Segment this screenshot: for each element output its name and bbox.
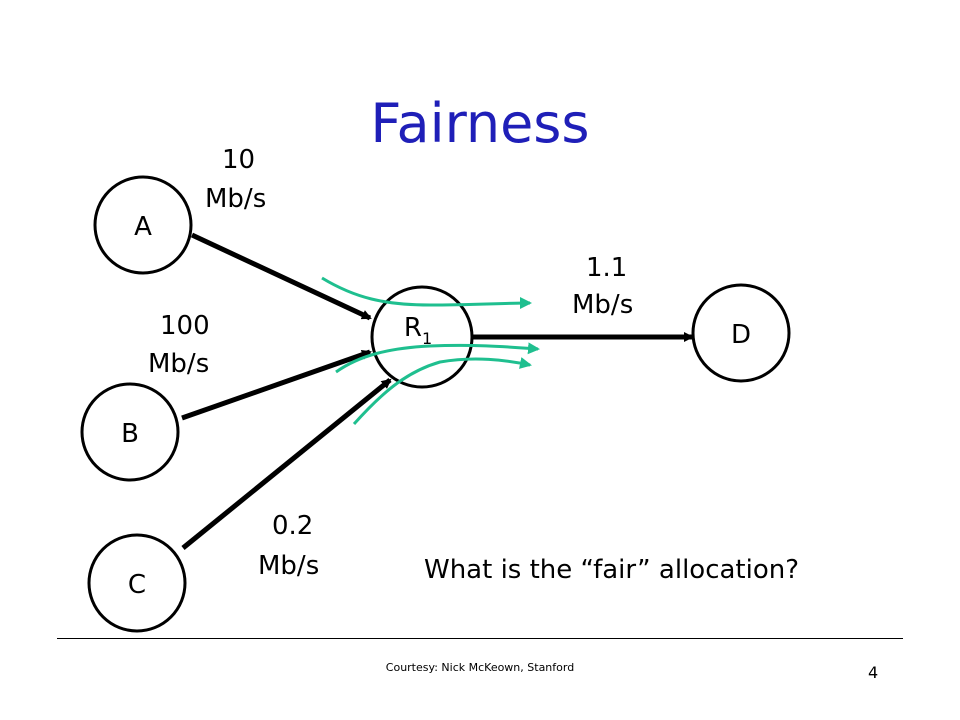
flow-a — [321, 276, 532, 310]
node-d-label: D — [731, 320, 751, 350]
rate-c-unit: Mb/s — [258, 551, 319, 581]
footer-divider — [57, 638, 903, 639]
node-r1-label-sub: 1 — [422, 329, 432, 348]
node-r1-label-base: R — [404, 313, 422, 343]
link-a-r1 — [190, 232, 372, 321]
footer-credit: Courtesy: Nick McKeown, Stanford — [385, 661, 575, 674]
link-b-r1 — [181, 349, 372, 421]
rate-b-value: 100 — [160, 311, 210, 341]
node-b — [80, 382, 180, 482]
rate-b-unit: Mb/s — [148, 349, 209, 379]
rate-r1d-unit: Mb/s — [572, 290, 633, 320]
node-c-label: C — [128, 570, 146, 600]
slide-title: Fairness — [370, 92, 590, 155]
flow-c — [352, 357, 532, 426]
node-a-label: A — [134, 212, 152, 242]
node-d — [691, 283, 791, 383]
node-a — [93, 175, 193, 275]
fair-allocation-question: What is the “fair” allocation? — [424, 555, 800, 585]
flow-b — [335, 342, 540, 374]
rate-r1d-value: 1.1 — [586, 253, 627, 283]
node-b-label: B — [121, 419, 139, 449]
node-c — [87, 533, 187, 633]
node-r1-label: R1 — [404, 313, 432, 348]
rate-a-value: 10 — [222, 145, 255, 175]
link-c-r1 — [181, 378, 392, 550]
rate-a-unit: Mb/s — [205, 184, 266, 214]
rate-c-value: 0.2 — [272, 511, 313, 541]
page-number: 4 — [868, 663, 879, 682]
